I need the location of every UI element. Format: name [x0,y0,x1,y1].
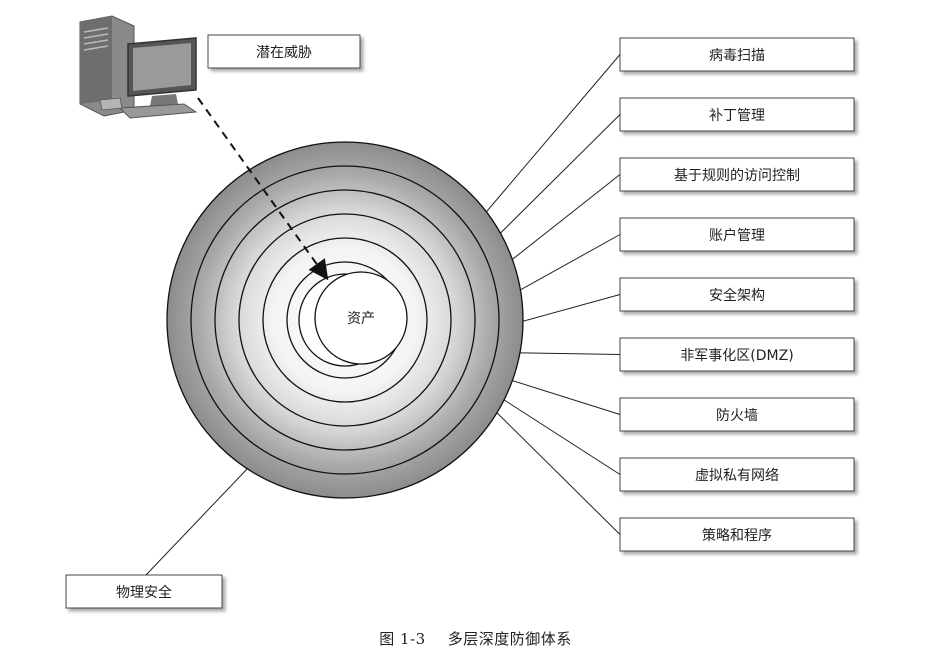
threat-label: 潜在威胁 [256,45,312,61]
physical-security-box: 物理安全 [66,575,222,608]
computer-icon [80,16,196,118]
defense-diagram: 潜在威胁 病毒扫描补丁管理基于规则的访问控制账户管理安全架构非军事化区(DMZ)… [0,0,951,620]
threat-box: 潜在威胁 [208,35,360,68]
layer-label: 基于规则的访问控制 [674,167,800,184]
layer-label: 病毒扫描 [709,48,765,64]
layer-label-box: 防火墙 [620,398,854,431]
layer-label: 虚拟私有网络 [695,468,779,484]
layer-label-box: 非军事化区(DMZ) [620,338,854,371]
layer-label-box: 虚拟私有网络 [620,458,854,491]
layer-label-box: 病毒扫描 [620,38,854,71]
figure-caption: 图 1-3 多层深度防御体系 [0,628,951,649]
layer-label-box: 补丁管理 [620,98,854,131]
layer-label: 防火墙 [716,408,758,424]
figure-number: 图 1-3 [379,630,425,648]
defense-rings [167,142,523,498]
layer-label: 账户管理 [709,227,765,244]
layer-label-box: 策略和程序 [620,518,854,551]
layer-label: 非军事化区(DMZ) [680,348,793,364]
leader-line [478,394,620,535]
physical-security-label: 物理安全 [116,584,172,601]
layer-label-box: 安全架构 [620,278,854,311]
layer-label-box: 基于规则的访问控制 [620,158,854,191]
layer-label: 补丁管理 [709,108,765,124]
asset-label: 资产 [347,311,375,327]
figure-title: 多层深度防御体系 [448,630,572,648]
physical-leader-line [146,468,248,575]
layer-label: 策略和程序 [702,527,772,544]
layer-label: 安全架构 [709,287,765,304]
layer-label-box: 账户管理 [620,218,854,251]
